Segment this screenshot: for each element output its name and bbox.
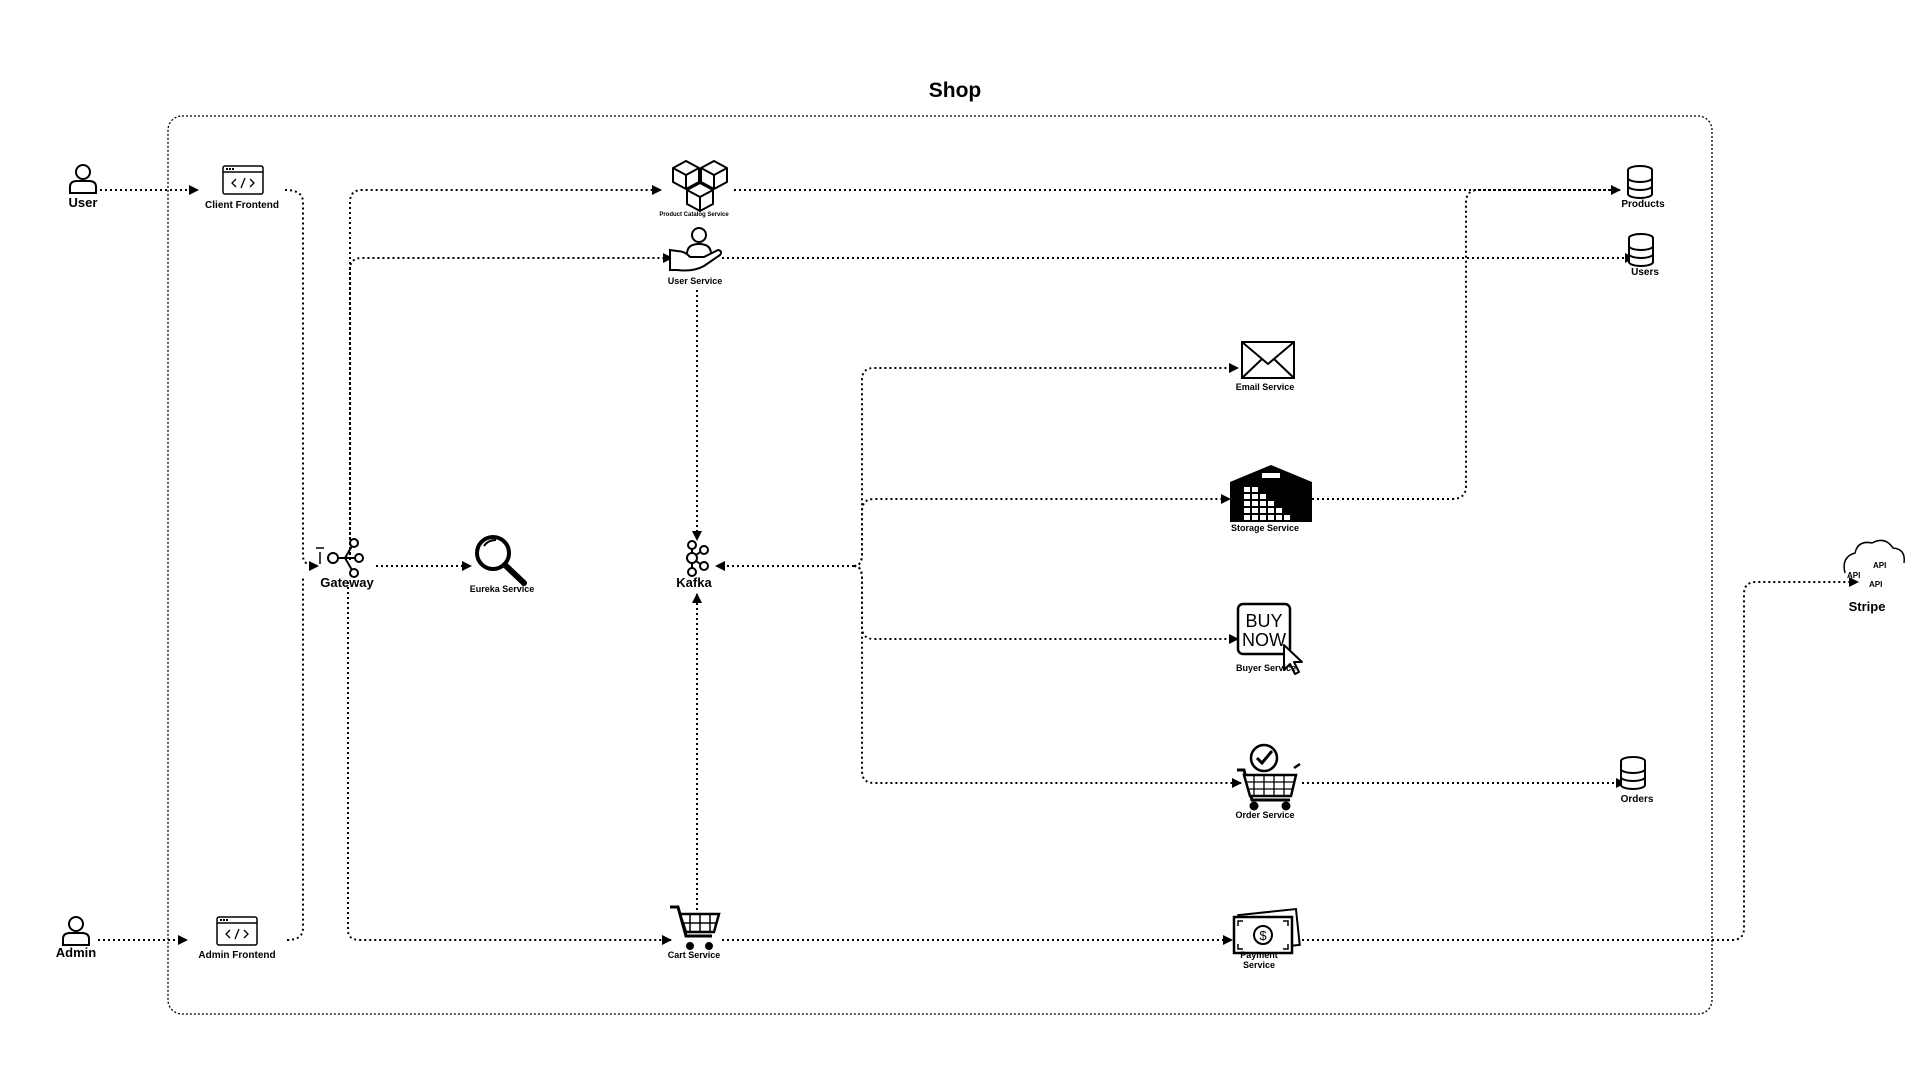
kafka-label: Kafka <box>676 575 712 590</box>
admin-icon[interactable] <box>62 916 90 946</box>
admin-label: Admin <box>55 945 97 960</box>
product-catalog-service-label: Product Catalog Service <box>659 212 729 218</box>
edge-gateway-user <box>349 253 673 560</box>
connectors <box>98 185 1859 945</box>
client-frontend-icon[interactable] <box>222 165 264 195</box>
buyer-buy-now-icon[interactable]: BUY NOW <box>1236 602 1303 675</box>
eureka-magnifier-icon[interactable] <box>475 535 527 586</box>
kafka-icon[interactable] <box>686 540 709 577</box>
cart-service-icon[interactable] <box>670 905 721 950</box>
edge-storage-products <box>1312 189 1620 500</box>
api-text-1: API <box>1873 561 1886 570</box>
products-db-label: Products <box>1621 199 1665 210</box>
order-cart-check-icon[interactable] <box>1237 743 1301 811</box>
stripe-cloud-api-icon[interactable]: API API API <box>1843 539 1906 589</box>
email-envelope-icon[interactable] <box>1241 341 1295 379</box>
user-service-hand-icon[interactable] <box>669 227 723 272</box>
gateway-label: Gateway <box>320 575 374 590</box>
now-text: NOW <box>1242 630 1286 650</box>
eureka-service-label: Eureka Service <box>469 584 535 594</box>
payment-service-label: Payment Service <box>1240 950 1278 971</box>
orders-database-icon[interactable] <box>1620 756 1646 790</box>
users-db-label: Users <box>1631 267 1659 278</box>
email-service-label: Email Service <box>1235 382 1295 392</box>
stripe-label: Stripe <box>1848 599 1886 614</box>
user-service-label: User Service <box>667 276 723 286</box>
edge-client-gateway <box>284 189 319 571</box>
edge-adminfe-gateway <box>286 576 304 941</box>
svg-text:$: $ <box>1259 928 1267 943</box>
product-catalog-boxes-icon[interactable] <box>672 160 728 212</box>
payment-cash-icon[interactable]: $ <box>1232 907 1301 955</box>
products-database-icon[interactable] <box>1627 165 1653 199</box>
edge-kafka-email <box>853 363 1239 567</box>
gateway-icon[interactable] <box>316 538 364 578</box>
edge-payment-stripe <box>1302 577 1859 941</box>
users-database-icon[interactable] <box>1628 233 1654 267</box>
edge-kafka-order <box>853 565 1242 788</box>
admin-frontend-label: Admin Frontend <box>198 950 276 961</box>
api-text-3: API <box>1869 580 1882 589</box>
admin-frontend-icon[interactable] <box>216 916 258 946</box>
edge-kafka-storage <box>853 494 1231 567</box>
api-text-2: API <box>1847 571 1860 580</box>
client-frontend-label: Client Frontend <box>205 200 279 211</box>
shop-boundary <box>167 115 1713 1015</box>
order-service-label: Order Service <box>1235 810 1295 820</box>
storage-warehouse-icon[interactable] <box>1230 465 1312 522</box>
edge-gateway-cart <box>347 582 672 945</box>
orders-db-label: Orders <box>1620 794 1654 805</box>
edge-kafka-buyer <box>853 565 1239 644</box>
buyer-service-label: Buyer Service <box>1235 663 1297 673</box>
diagram-title: Shop <box>928 79 982 102</box>
user-icon[interactable] <box>69 164 97 194</box>
edge-gateway-catalog <box>349 185 662 554</box>
user-label: User <box>68 195 98 210</box>
buy-text: BUY <box>1245 611 1282 631</box>
cart-service-label: Cart Service <box>667 950 721 960</box>
storage-service-label: Storage Service <box>1230 523 1300 533</box>
